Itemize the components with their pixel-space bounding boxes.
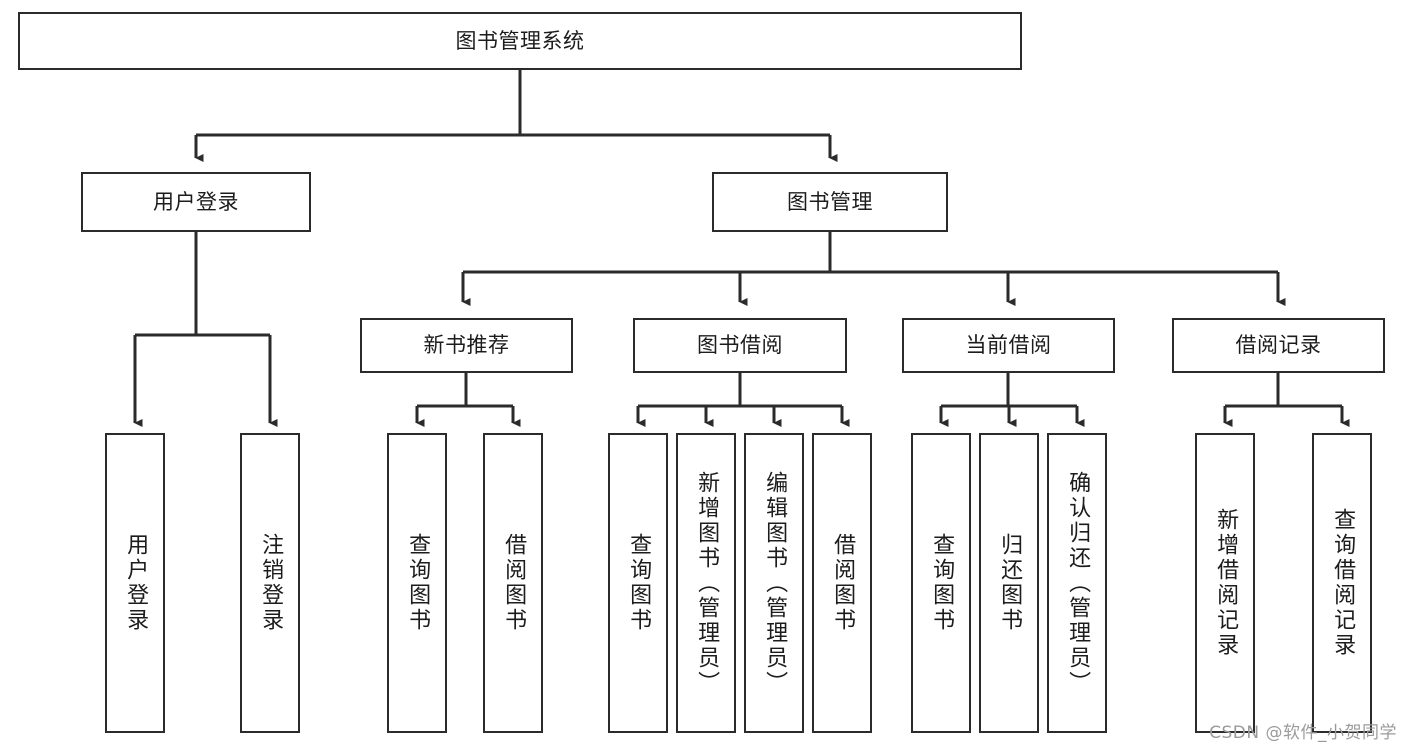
node-user-login[interactable]: 用户登录 bbox=[81, 172, 311, 232]
leaf-book-borrow-add-admin[interactable]: 新增图书（管理员） bbox=[676, 433, 736, 733]
node-label: 图书管理系统 bbox=[455, 28, 585, 53]
node-book-management[interactable]: 图书管理 bbox=[712, 172, 948, 232]
node-label: 用户登录 bbox=[153, 189, 239, 214]
node-root-book-management-system[interactable]: 图书管理系统 bbox=[18, 12, 1022, 70]
node-label: 新增图书（管理员） bbox=[694, 470, 720, 696]
node-label: 当前借阅 bbox=[965, 333, 1052, 358]
leaf-current-borrow-query[interactable]: 查询图书 bbox=[911, 433, 971, 733]
leaf-borrow-record-query[interactable]: 查询借阅记录 bbox=[1312, 433, 1372, 733]
node-label: 借阅图书 bbox=[830, 533, 856, 633]
node-label: 归还图书 bbox=[997, 533, 1023, 633]
csdn-watermark: CSDN @软件_小贺同学 bbox=[1209, 723, 1397, 743]
node-label: 新增借阅记录 bbox=[1213, 508, 1239, 658]
node-label: 查询借阅记录 bbox=[1330, 508, 1356, 658]
node-label: 新书推荐 bbox=[423, 333, 510, 358]
node-book-borrowing[interactable]: 图书借阅 bbox=[633, 318, 847, 373]
leaf-book-borrow-borrow[interactable]: 借阅图书 bbox=[812, 433, 872, 733]
node-label: 查询图书 bbox=[929, 533, 955, 633]
node-label: 借阅记录 bbox=[1235, 333, 1322, 358]
node-label: 确认归还（管理员） bbox=[1065, 470, 1091, 696]
leaf-new-book-query[interactable]: 查询图书 bbox=[387, 433, 447, 733]
node-label: 查询图书 bbox=[626, 533, 652, 633]
leaf-book-borrow-query[interactable]: 查询图书 bbox=[608, 433, 668, 733]
leaf-book-borrow-edit-admin[interactable]: 编辑图书（管理员） bbox=[744, 433, 804, 733]
leaf-user-login-signin[interactable]: 用户登录 bbox=[105, 433, 165, 733]
node-new-book-recommendation[interactable]: 新书推荐 bbox=[360, 318, 573, 373]
leaf-borrow-record-add[interactable]: 新增借阅记录 bbox=[1195, 433, 1255, 733]
leaf-user-login-signout[interactable]: 注销登录 bbox=[240, 433, 300, 733]
node-label: 借阅图书 bbox=[501, 533, 527, 633]
node-label: 用户登录 bbox=[123, 533, 149, 633]
leaf-current-borrow-return[interactable]: 归还图书 bbox=[979, 433, 1039, 733]
node-label: 图书管理 bbox=[787, 189, 873, 214]
node-current-borrowing[interactable]: 当前借阅 bbox=[902, 318, 1115, 373]
leaf-new-book-borrow[interactable]: 借阅图书 bbox=[483, 433, 543, 733]
node-label: 查询图书 bbox=[405, 533, 431, 633]
node-label: 注销登录 bbox=[258, 533, 284, 633]
node-label: 编辑图书（管理员） bbox=[762, 470, 788, 696]
node-borrowing-record[interactable]: 借阅记录 bbox=[1172, 318, 1385, 373]
node-label: 图书借阅 bbox=[697, 333, 783, 358]
leaf-current-borrow-confirm-return-admin[interactable]: 确认归还（管理员） bbox=[1047, 433, 1107, 733]
